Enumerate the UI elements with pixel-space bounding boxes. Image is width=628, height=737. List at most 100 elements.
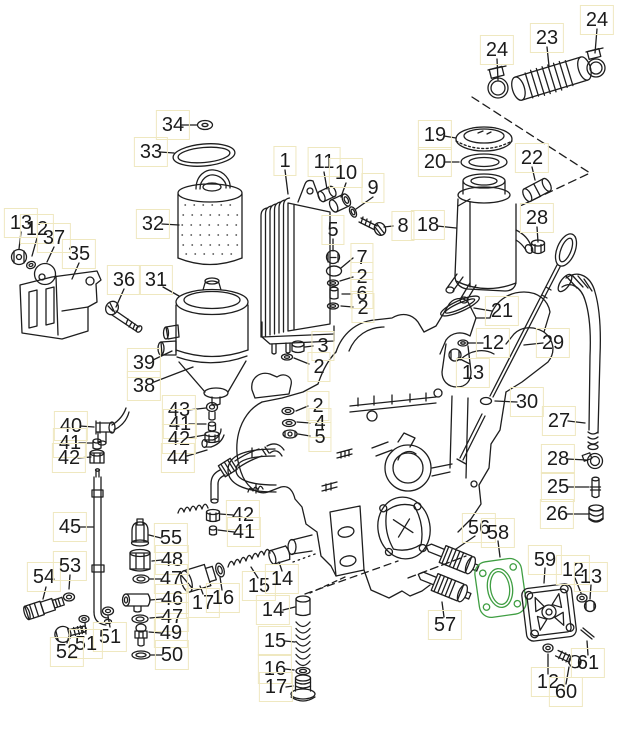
part-label-44-31[interactable]: 44 (160, 443, 196, 473)
part-label-16-66[interactable]: 16 (205, 583, 241, 613)
part-label-29-11[interactable]: 29 (535, 328, 571, 358)
part-label-24-2[interactable]: 24 (479, 35, 515, 65)
washer-47a (132, 574, 150, 584)
bolt (105, 300, 143, 333)
cooler-mount-fasteners (325, 249, 343, 310)
o-ring-small (62, 592, 76, 602)
dipstick-seal (479, 396, 493, 406)
part-label-9-35[interactable]: 9 (361, 173, 385, 203)
part-label-3-42[interactable]: 3 (311, 331, 335, 361)
part-label-18-6[interactable]: 18 (410, 210, 446, 240)
part-label-59-76[interactable]: 59 (527, 545, 563, 575)
hex-nut-48 (129, 548, 151, 572)
cap-gasket (460, 153, 508, 171)
part-label-57-75[interactable]: 57 (427, 610, 463, 640)
part-label-37-25[interactable]: 37 (36, 223, 72, 253)
part-label-13-78[interactable]: 13 (573, 562, 609, 592)
filter-cartridge (177, 169, 243, 266)
part-label-13-10[interactable]: 13 (455, 358, 491, 388)
part-label-10-34[interactable]: 10 (328, 158, 364, 188)
part-label-31-20[interactable]: 31 (138, 265, 174, 295)
part-label-38-27[interactable]: 38 (126, 371, 162, 401)
part-label-2-44[interactable]: 2 (306, 391, 330, 421)
part-label-36-21[interactable]: 36 (106, 265, 142, 295)
part-label-12-77[interactable]: 12 (555, 555, 591, 585)
ring-50 (131, 650, 151, 660)
part-label-2-43[interactable]: 2 (307, 352, 331, 382)
stud-washers (281, 406, 298, 439)
sender-49 (134, 623, 148, 647)
part-label-5-37[interactable]: 5 (321, 215, 345, 245)
part-label-23-1[interactable]: 23 (529, 23, 565, 53)
part-label-41-64[interactable]: 41 (226, 517, 262, 547)
part-label-2-41[interactable]: 2 (351, 293, 375, 323)
part-label-6-40[interactable]: 6 (350, 279, 374, 309)
part-label-28-14[interactable]: 28 (540, 444, 576, 474)
pump-gasket-highlighted[interactable] (473, 557, 527, 619)
part-label-1-32[interactable]: 1 (273, 146, 297, 176)
filter-housing-lid (175, 277, 249, 316)
part-label-28-7[interactable]: 28 (519, 203, 555, 233)
part-label-51-53[interactable]: 51 (92, 622, 128, 652)
banjo-fitting-small (204, 401, 220, 444)
elbow-fitting (95, 407, 130, 446)
part-label-25-15[interactable]: 25 (540, 472, 576, 502)
relief-valve-piston-14 (268, 545, 291, 565)
part-label-8-36[interactable]: 8 (391, 211, 415, 241)
part-label-61-79[interactable]: 61 (570, 648, 606, 678)
part-label-12-9[interactable]: 12 (475, 328, 511, 358)
part-label-26-16[interactable]: 26 (539, 499, 575, 529)
part-label-58-74[interactable]: 58 (480, 518, 516, 548)
part-label-35-22[interactable]: 35 (61, 239, 97, 269)
part-label-27-13[interactable]: 27 (541, 406, 577, 436)
part-label-20-4[interactable]: 20 (417, 147, 453, 177)
part-label-7-38[interactable]: 7 (350, 243, 374, 273)
part-label-30-12[interactable]: 30 (509, 387, 545, 417)
part-label-21-8[interactable]: 21 (484, 296, 520, 326)
part-label-14-69[interactable]: 14 (255, 595, 291, 625)
mounting-bracket (19, 270, 102, 340)
part-label-55-56[interactable]: 55 (153, 523, 189, 553)
part-label-49-61[interactable]: 49 (153, 618, 189, 648)
part-label-14-68[interactable]: 14 (264, 564, 300, 594)
part-label-32-19[interactable]: 32 (135, 209, 171, 239)
part-label-16-71[interactable]: 16 (257, 654, 293, 684)
part-label-46-59[interactable]: 46 (154, 584, 190, 614)
temp-sender (130, 518, 150, 547)
part-label-34-17[interactable]: 34 (155, 110, 191, 140)
breather-hose (557, 273, 601, 451)
part-label-17-65[interactable]: 17 (185, 588, 221, 618)
part-label-2-39[interactable]: 2 (350, 262, 374, 292)
part-label-52-55[interactable]: 52 (49, 637, 85, 667)
part-label-24-0[interactable]: 24 (579, 5, 615, 35)
part-label-5-46[interactable]: 5 (308, 422, 332, 452)
part-label-15-70[interactable]: 15 (257, 626, 293, 656)
part-label-39-26[interactable]: 39 (126, 348, 162, 378)
oil-cooler (260, 179, 335, 355)
part-label-42-30[interactable]: 42 (161, 424, 197, 454)
part-label-42-63[interactable]: 42 (225, 500, 261, 530)
part-label-45-50[interactable]: 45 (52, 512, 88, 542)
hose-clamp-small-icon (581, 452, 604, 470)
part-label-60-81[interactable]: 60 (548, 677, 584, 707)
part-label-42-49[interactable]: 42 (51, 443, 87, 473)
part-label-17-72[interactable]: 17 (258, 672, 294, 702)
cover-fasteners (542, 593, 597, 669)
relief-valve-spring-15v (295, 621, 311, 667)
part-label-33-18[interactable]: 33 (133, 137, 169, 167)
relief-valve-piston-14v (295, 595, 311, 617)
relief-valve-ring-16 (215, 562, 225, 578)
part-label-56-73[interactable]: 56 (461, 513, 497, 543)
part-label-15-67[interactable]: 15 (241, 571, 277, 601)
part-label-51-54[interactable]: 51 (68, 629, 104, 659)
part-label-50-62[interactable]: 50 (154, 640, 190, 670)
part-label-48-57[interactable]: 48 (154, 545, 190, 575)
filter-housing (157, 304, 249, 406)
part-label-19-3[interactable]: 19 (417, 120, 453, 150)
part-label-22-5[interactable]: 22 (514, 143, 550, 173)
part-label-53-52[interactable]: 53 (52, 551, 88, 581)
part-label-40-47[interactable]: 40 (53, 411, 89, 441)
part-label-54-51[interactable]: 54 (26, 562, 62, 592)
